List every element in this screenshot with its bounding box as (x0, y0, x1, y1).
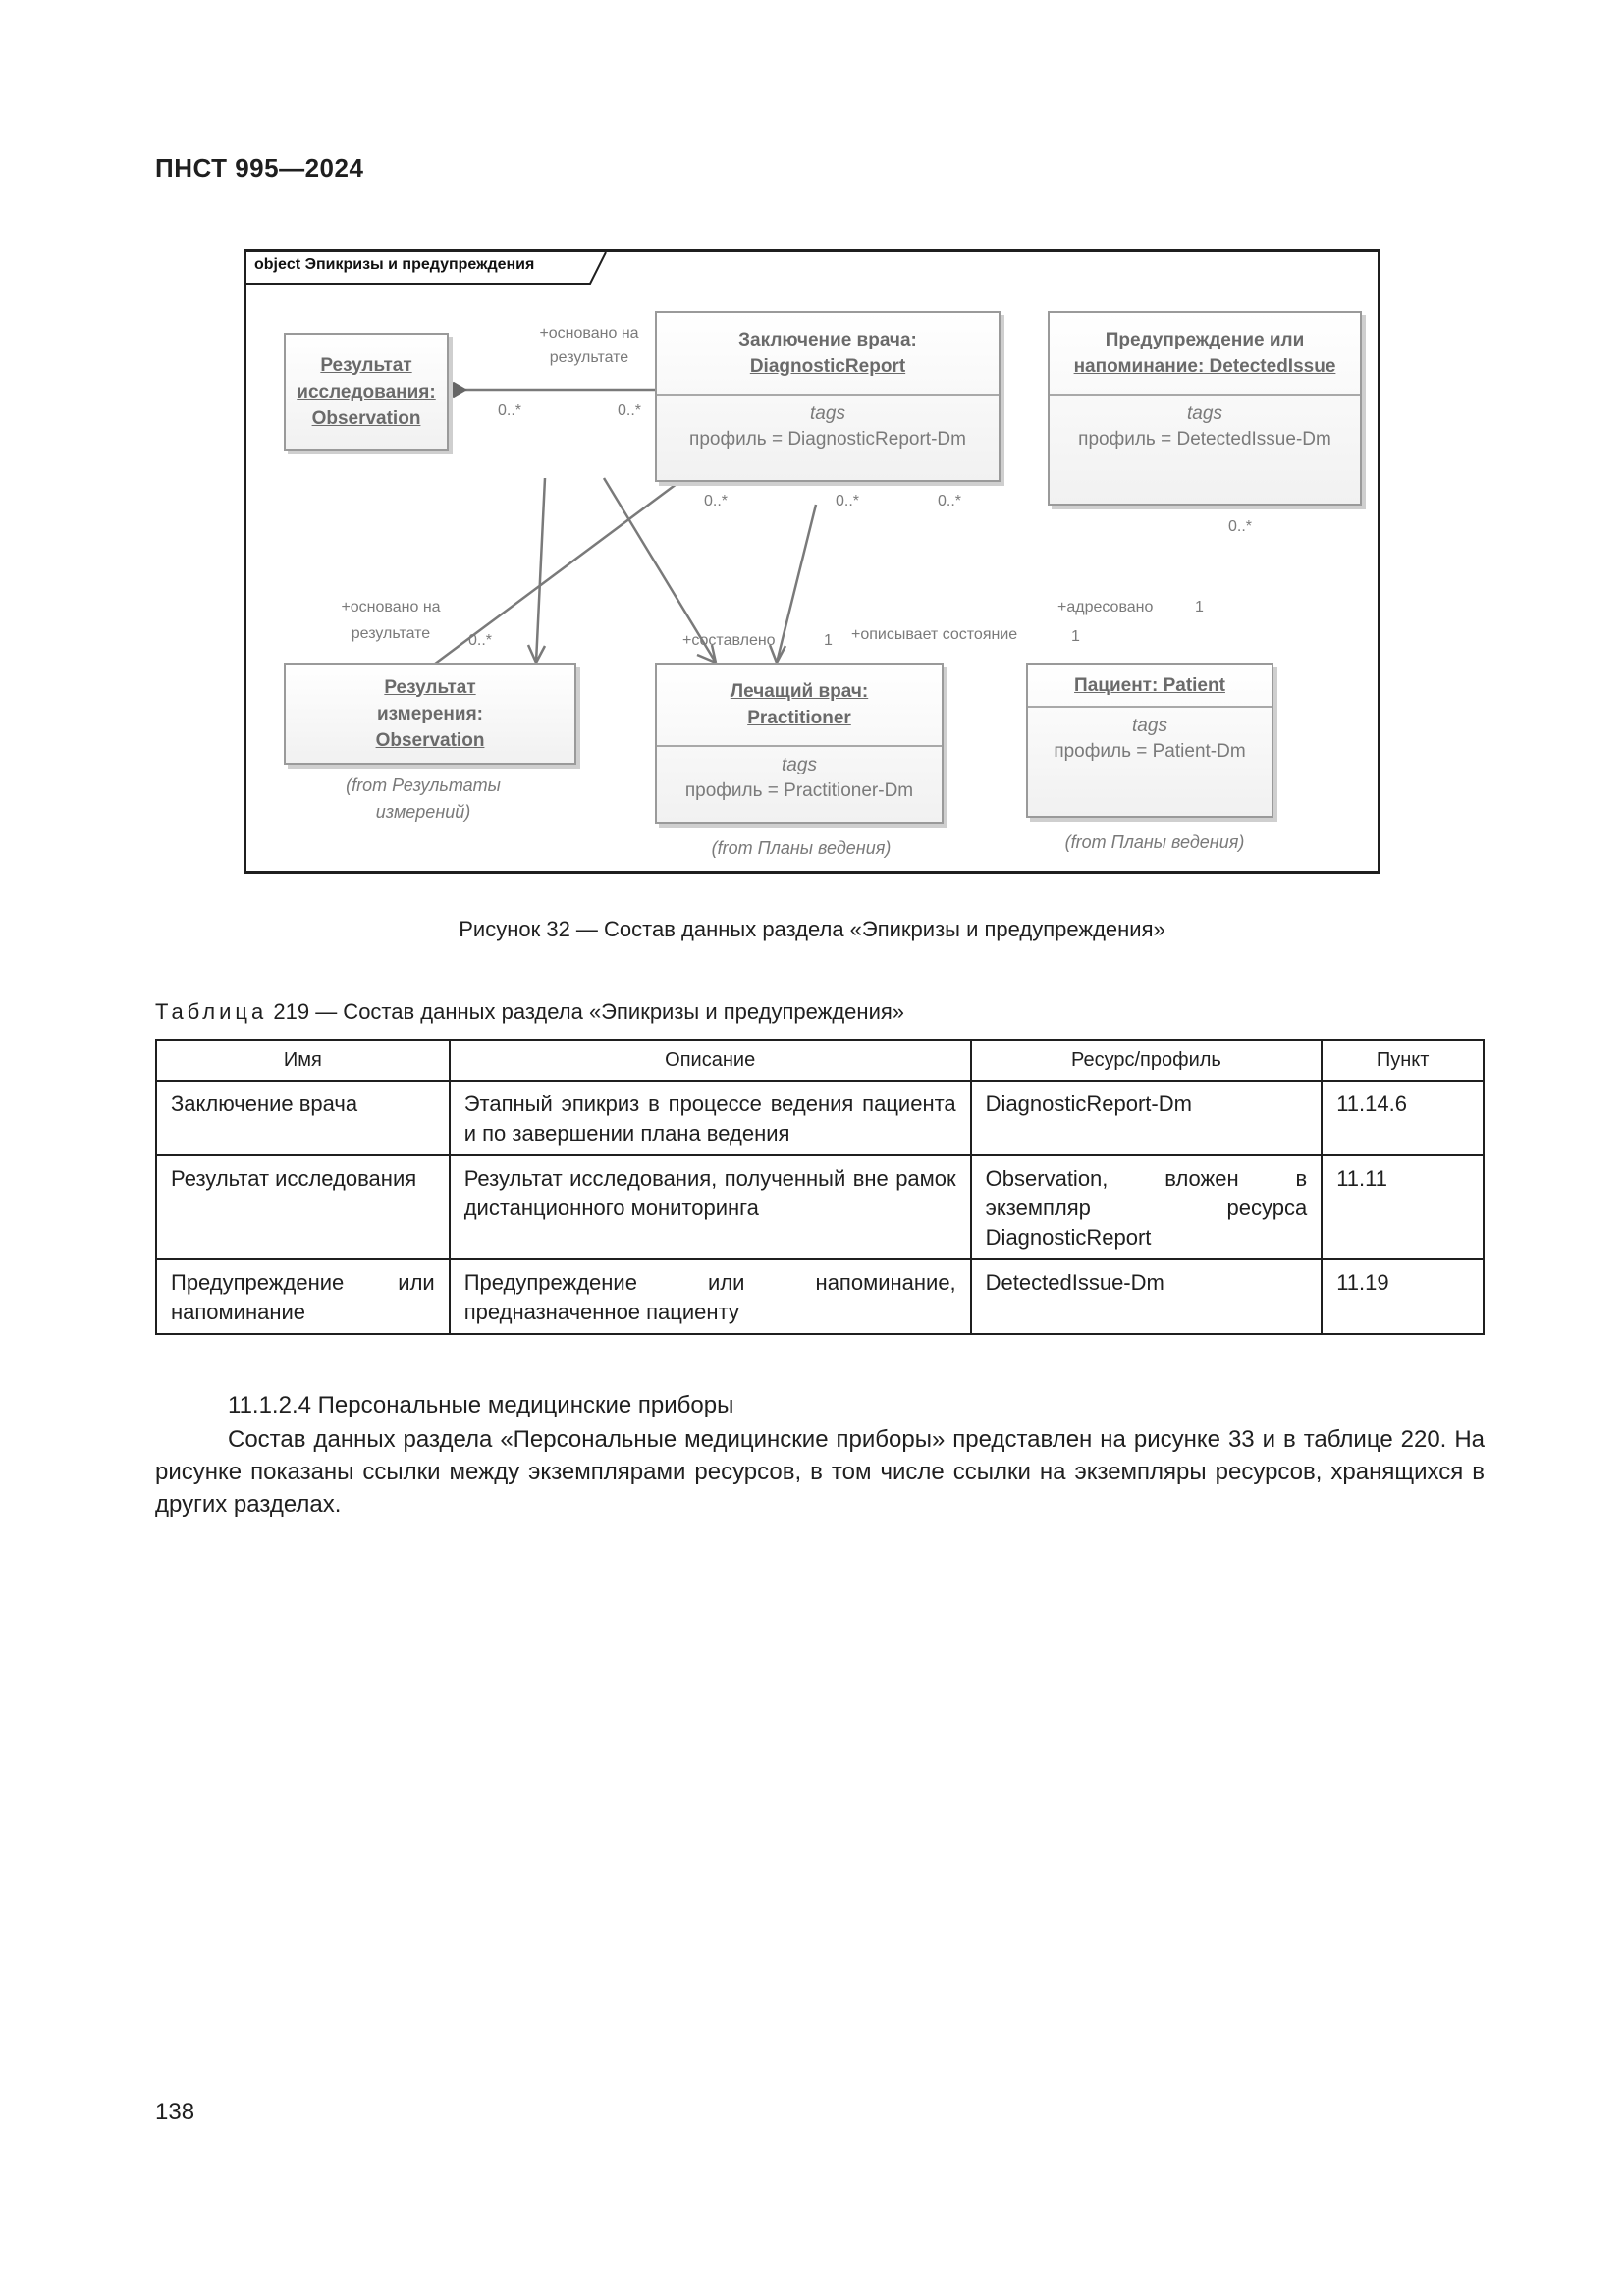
box-practitioner-tags: tags (782, 755, 817, 775)
box-detected-issue: Предупреждение или напоминание: Detected… (1048, 311, 1362, 506)
box-observation-result-name: Результат исследования: Observation (297, 354, 436, 429)
table-cell: 11.19 (1321, 1258, 1485, 1335)
edge-report-to-practitioner (526, 477, 547, 664)
document-header: ПНСТ 995—2024 (155, 153, 364, 183)
from-patient-label: (from Планы ведения) (1064, 832, 1245, 852)
box-observation-result: Результат исследования: Observation (284, 333, 449, 451)
data-table: Имя Описание Ресурс/профиль Пункт Заключ… (155, 1039, 1485, 1335)
box-practitioner: Лечащий врач: Practitioner tags профиль … (655, 663, 944, 824)
box-patient-tags: tags (1132, 716, 1167, 736)
label-describes-state: +описывает состояние (851, 626, 1018, 643)
uml-object-diagram: object Эпикризы и предупреждения Результ… (244, 249, 1380, 874)
table-cell: Заключение врача (155, 1080, 451, 1156)
figure-caption: Рисунок 32 — Состав данных раздела «Эпик… (459, 917, 1165, 941)
from-measure-label: (from Результаты измерений) (346, 775, 501, 822)
body-paragraph: Состав данных раздела «Персональные меди… (155, 1426, 1485, 1518)
label-mult-report-3: 0..* (938, 493, 962, 509)
label-addressed: +адресовано (1057, 599, 1154, 615)
table-cell: Этапный эпикриз в процессе ведения пацие… (448, 1080, 972, 1156)
label-one-patient-addr: 1 (1195, 599, 1204, 615)
from-practitioner-label: (from Планы ведения) (711, 838, 892, 858)
box-observation-measure: Результат измерения: Observation (284, 663, 576, 765)
label-based-on-top: +основано на результате (539, 325, 639, 366)
box-practitioner-profile: профиль = Practitioner-Dm (684, 780, 914, 801)
table-cell: Предупреждение или напоминание, предназн… (448, 1258, 972, 1335)
label-one-patient-state: 1 (1071, 628, 1080, 645)
label-based-on-bottom: +основано на результате (341, 599, 441, 642)
column-header: Описание (448, 1039, 972, 1082)
table-cell: 11.14.6 (1321, 1080, 1485, 1156)
label-mult-report-left: 0..* (618, 402, 642, 419)
diagram-frame-tab (246, 252, 607, 285)
table-cell: 11.11 (1321, 1154, 1485, 1260)
box-detected-issue-profile: профиль = DetectedIssue-Dm (1078, 429, 1331, 450)
table-row: Заключение врача Этапный эпикриз в проце… (155, 1080, 1485, 1156)
page-number: 138 (155, 2099, 195, 2125)
section-heading: 11.1.2.4 Персональные медицинские прибор… (228, 1392, 734, 1418)
table-cell: Результат исследования, полученный вне р… (448, 1154, 972, 1260)
table-row: Предупреждение или напоминание Предупреж… (155, 1258, 1485, 1335)
table-cell: DetectedIssue-Dm (969, 1258, 1324, 1335)
label-mult-report-2: 0..* (836, 493, 860, 509)
box-observation-measure-name: Результат измерения: Observation (375, 676, 485, 751)
table-cell: Предупреждение или напоминание (155, 1258, 451, 1335)
label-mult-report-1: 0..* (704, 493, 729, 509)
box-detected-issue-tags: tags (1187, 403, 1222, 424)
label-mult-obs-result: 0..* (498, 402, 522, 419)
box-diagnostic-report-name: Заключение врача: DiagnosticReport (738, 330, 917, 377)
box-diagnostic-report-tags: tags (810, 403, 845, 424)
table-cell: Результат исследования (155, 1154, 451, 1260)
box-patient: Пациент: Patient tags профиль = Patient-… (1026, 663, 1273, 818)
box-patient-profile: профиль = Patient-Dm (1054, 741, 1246, 762)
table-row: Результат исследования Результат исследо… (155, 1154, 1485, 1260)
table-header-row: Имя Описание Ресурс/профиль Пункт (155, 1039, 1485, 1082)
column-header: Имя (155, 1039, 451, 1082)
box-patient-name: Пациент: Patient (1074, 674, 1225, 696)
box-diagnostic-report: Заключение врача: DiagnosticReport tags … (655, 311, 1001, 482)
table-title-prefix: Таблица (155, 999, 268, 1024)
label-one-practitioner: 1 (824, 632, 833, 649)
table-cell: Observation, вложен в экземпляр ресурса … (969, 1154, 1324, 1260)
table-cell: DiagnosticReport-Dm (969, 1080, 1324, 1156)
label-composed: +составлено (682, 632, 776, 649)
box-diagnostic-report-profile: профиль = DiagnosticReport-Dm (689, 429, 966, 450)
label-mult-issue: 0..* (1228, 518, 1253, 535)
diagram-title: object Эпикризы и предупреждения (254, 256, 535, 273)
box-practitioner-name: Лечащий врач: Practitioner (730, 681, 869, 728)
edge-issue-to-patient (768, 504, 818, 664)
label-mult-obs-measure: 0..* (468, 632, 493, 649)
box-detected-issue-name: Предупреждение или напоминание: Detected… (1073, 330, 1336, 377)
column-header: Пункт (1321, 1039, 1485, 1082)
table-title: Таблица 219 — Состав данных раздела «Эпи… (155, 999, 904, 1025)
table-title-text: 219 — Состав данных раздела «Эпикризы и … (267, 999, 905, 1024)
edge-report-to-patient (602, 477, 718, 665)
column-header: Ресурс/профиль (969, 1039, 1324, 1082)
